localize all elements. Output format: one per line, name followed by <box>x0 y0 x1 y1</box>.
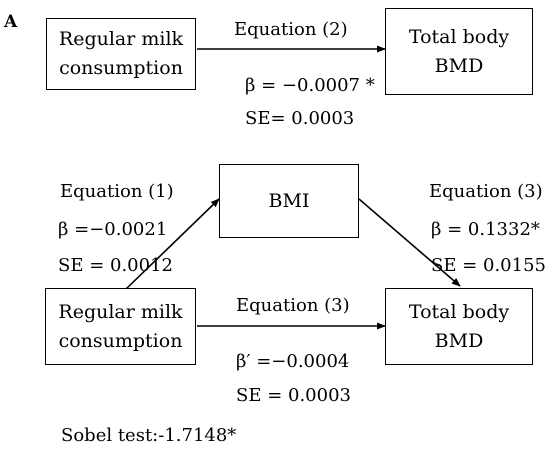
mediator-box: BMI <box>219 164 359 238</box>
top-se: SE= 0.0003 <box>245 108 355 129</box>
source-line-1: Regular milk <box>58 28 184 50</box>
source-box-bottom: Regular milk consumption <box>45 288 196 365</box>
panel-label: A <box>4 12 18 32</box>
top-beta: β = −0.0007 * <box>245 75 375 96</box>
path-c-prime-label: Equation (3) <box>236 295 350 316</box>
sobel-test: Sobel test:-1.7148* <box>61 425 237 446</box>
top-path-label: Equation (2) <box>234 19 348 40</box>
source-line-2: consumption <box>58 329 183 352</box>
path-c-prime-se: SE = 0.0003 <box>236 385 351 406</box>
path-a-label: Equation (1) <box>60 181 174 202</box>
path-b-se: SE = 0.0155 <box>431 255 546 276</box>
path-b-label: Equation (3) <box>429 181 543 202</box>
target-line-1: Total body <box>408 25 510 48</box>
source-line-1: Regular milk <box>58 300 183 323</box>
target-box-bottom: Total body BMD <box>385 288 533 365</box>
path-a-se: SE = 0.0012 <box>58 255 173 276</box>
target-line-2: BMD <box>434 54 484 77</box>
target-box-top: Total body BMD <box>385 8 533 95</box>
path-c-prime-beta: β′ =−0.0004 <box>236 351 350 372</box>
source-line-2: consumption <box>59 57 183 79</box>
path-a-beta: β =−0.0021 <box>58 219 168 240</box>
mediator-label: BMI <box>268 189 310 212</box>
target-line-2: BMD <box>434 329 484 352</box>
source-box-top: Regular milk consumption <box>46 18 196 90</box>
arrow-path-a <box>124 198 220 291</box>
target-line-1: Total body <box>408 300 510 323</box>
arrow-path-b <box>358 198 461 287</box>
path-b-beta: β = 0.1332* <box>431 219 540 240</box>
